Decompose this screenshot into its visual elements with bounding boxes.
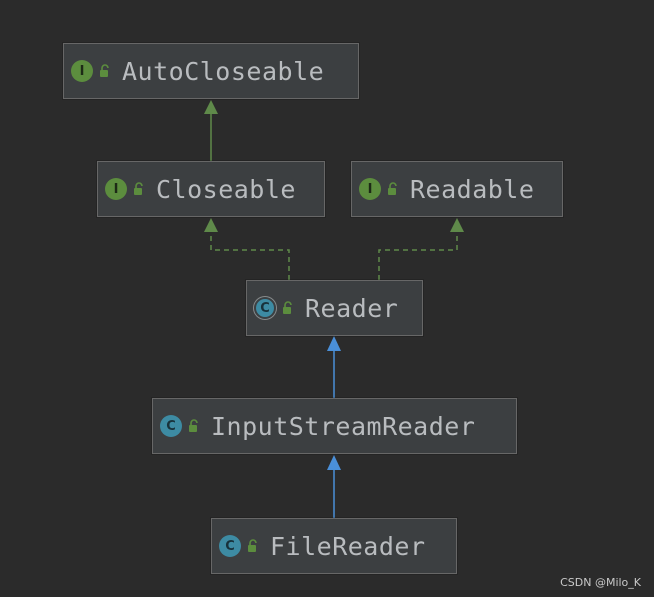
edge-inputstreamreader-reader [327,336,341,398]
edge-reader-closeable [204,218,290,280]
unlocked-padlock-icon [283,301,292,314]
node-label: Readable [410,174,535,204]
interface-icon: I [105,178,127,200]
node-label: Closeable [156,174,296,204]
edge-filereader-inputstreamreader [327,455,341,518]
node-filereader[interactable]: C FileReader [211,518,457,574]
unlocked-padlock-icon [100,64,109,77]
watermark: CSDN @Milo_K [560,576,641,589]
unlocked-padlock-icon [388,182,397,195]
interface-icon: I [71,60,93,82]
interface-icon: I [359,178,381,200]
class-icon: C [219,535,241,557]
node-readable[interactable]: I Readable [351,161,563,217]
unlocked-padlock-icon [134,182,143,195]
unlocked-padlock-icon [189,419,198,432]
node-label: AutoCloseable [122,56,325,86]
edge-reader-readable [378,218,464,280]
node-label: InputStreamReader [211,411,476,441]
class-icon: C [160,415,182,437]
edge-closeable-autocloseable [204,100,218,161]
abstract-class-icon: C [254,297,276,319]
node-label: Reader [305,293,399,323]
node-autocloseable[interactable]: I AutoCloseable [63,43,359,99]
node-inputstreamreader[interactable]: C InputStreamReader [152,398,517,454]
node-label: FileReader [270,531,426,561]
node-reader[interactable]: C Reader [246,280,423,336]
unlocked-padlock-icon [248,539,257,552]
node-closeable[interactable]: I Closeable [97,161,325,217]
